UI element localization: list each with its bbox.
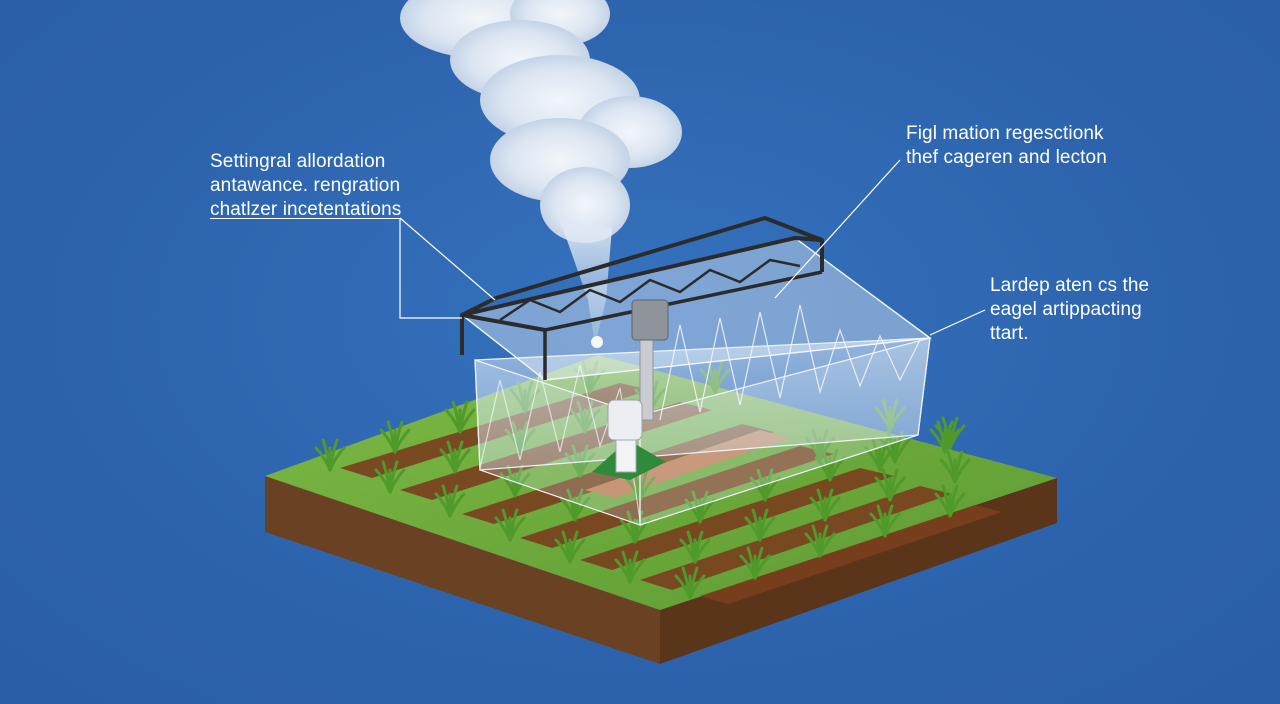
truss-frame <box>460 216 824 380</box>
grass-tuft <box>434 484 466 518</box>
callout-left: Settingral allordation antawance. rengra… <box>210 150 401 222</box>
grass-tuft <box>439 440 471 474</box>
leader-lines <box>399 159 986 336</box>
grass-tuft <box>314 438 346 472</box>
grass-tuft <box>379 420 411 454</box>
grass-tuft <box>494 508 526 542</box>
grass-tuft <box>739 546 771 580</box>
grass-tuft <box>874 468 906 502</box>
grass-tuft <box>804 524 836 558</box>
callout-top-right-line1: Figl mation regesctionk <box>906 123 1104 144</box>
callout-left-line1: Settingral allordation <box>210 151 386 172</box>
callout-right-line3: ttart. <box>990 323 1029 344</box>
grass-tuft <box>619 510 651 544</box>
grass-tuft <box>674 566 706 600</box>
callout-top-right-line2: thef cageren and lecton <box>906 147 1107 168</box>
grass-tuft <box>939 450 971 484</box>
callout-right: Lardep aten cs the eagel artippacting tt… <box>990 274 1149 346</box>
grass-tuft <box>554 530 586 564</box>
callout-right-line1: Lardep aten cs the <box>990 275 1150 296</box>
callout-right-line2: eagel artippacting <box>990 299 1142 320</box>
grass-tuft <box>929 420 961 454</box>
grass-tuft <box>744 508 776 542</box>
sprinkler-tower <box>591 299 669 480</box>
grass-tuft <box>444 400 476 434</box>
grass-tuft <box>934 484 966 518</box>
callout-top-right: Figl mation regesctionk thef cageren and… <box>906 122 1107 170</box>
grass-tuft <box>614 550 646 584</box>
callout-left-line3: chatlzer incetentations <box>210 199 402 220</box>
callout-left-line2: antawance. rengration <box>210 175 401 196</box>
grass-tuft <box>809 488 841 522</box>
grass-tuft <box>869 504 901 538</box>
grass-tuft <box>679 530 711 564</box>
grass-tuft <box>374 460 406 494</box>
smoke-plume <box>400 0 682 345</box>
